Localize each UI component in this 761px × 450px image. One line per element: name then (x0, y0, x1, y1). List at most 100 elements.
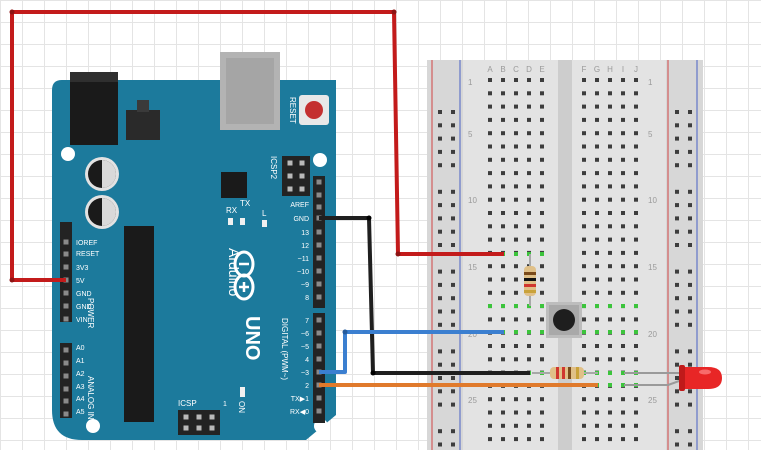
rail-hole (451, 322, 455, 327)
breadboard-hole (514, 184, 518, 189)
analog-header[interactable] (60, 343, 72, 418)
rail-hole (438, 243, 442, 247)
pull-down-resistor[interactable] (524, 254, 536, 306)
rail-hole (675, 149, 679, 154)
breadboard-hole (621, 423, 625, 428)
header-pin (316, 204, 322, 210)
breadboard-hole (501, 131, 505, 136)
breadboard-hole (540, 397, 544, 402)
row-number-20-left: 20 (468, 330, 477, 339)
breadboard-hole (621, 197, 625, 202)
breadboard-hole (582, 264, 586, 269)
pin-label-10: ~10 (297, 269, 309, 276)
digital-header-bottom[interactable] (313, 313, 325, 423)
breadboard-hole (582, 410, 586, 415)
header-pin (63, 347, 69, 353)
breadboard-hole (608, 264, 612, 269)
rail-hole (688, 123, 692, 128)
reset-button-cap[interactable] (305, 101, 323, 119)
breadboard-hole (540, 144, 544, 149)
breadboard-hole (595, 250, 599, 255)
breadboard-hole (540, 211, 544, 215)
rail-hole (438, 349, 442, 354)
icsp2-pin (299, 186, 305, 192)
breadboard-hole (595, 131, 599, 136)
rail-hole (688, 189, 692, 194)
pin-label-a5: A5 (76, 409, 85, 416)
breadboard-hole (501, 144, 505, 149)
rail-hole (451, 243, 455, 247)
breadboard-hole (501, 171, 505, 176)
breadboard-hole (540, 237, 544, 242)
breadboard-hole (621, 91, 625, 96)
digital-header-top[interactable] (313, 176, 325, 308)
rail-hole (675, 322, 679, 327)
breadboard-hole (527, 157, 531, 162)
breadboard-hole (527, 423, 531, 428)
breadboard-hole (488, 184, 492, 189)
connected-hole (634, 304, 638, 308)
header-pin (316, 242, 322, 248)
breadboard-hole (595, 397, 599, 402)
pin-label-aref: AREF (290, 202, 309, 209)
breadboard-hole (608, 184, 612, 189)
rail-hole (688, 442, 692, 447)
breadboard-hole (514, 91, 518, 96)
breadboard-hole (582, 277, 586, 282)
breadboard-hole (582, 211, 586, 215)
power-header[interactable] (60, 222, 72, 322)
breadboard-hole (501, 264, 505, 269)
breadboard-hole (488, 211, 492, 215)
breadboard-hole (582, 224, 586, 229)
rail-hole (688, 362, 692, 367)
breadboard-hole (540, 357, 544, 362)
tx-led (240, 218, 245, 225)
arduino-logo (233, 250, 255, 301)
breadboard-hole (634, 437, 638, 442)
breadboard-hole (514, 290, 518, 295)
push-button[interactable] (546, 302, 582, 338)
breadboard-hole (527, 144, 531, 149)
breadboard-hole (582, 250, 586, 255)
rail-hole (688, 203, 692, 208)
breadboard-hole (514, 171, 518, 176)
column-letter-f: F (582, 65, 587, 74)
breadboard-hole (540, 91, 544, 96)
rail-hole (688, 216, 692, 221)
power-jack (70, 72, 118, 145)
breadboard-hole (582, 144, 586, 149)
wire-pin3-blue[interactable] (319, 330, 504, 374)
rail-hole (438, 282, 442, 287)
rail-hole (688, 282, 692, 287)
wire-gnd-black[interactable] (319, 216, 530, 375)
breadboard-hole (634, 211, 638, 215)
icsp-header[interactable] (178, 410, 220, 435)
rail-hole (675, 349, 679, 354)
breadboard-hole (540, 277, 544, 282)
breadboard-hole (540, 131, 544, 136)
rail-hole (438, 402, 442, 407)
icsp-pin (196, 414, 202, 420)
icsp-pin1-label: 1 (223, 401, 227, 408)
led-resistor[interactable] (532, 367, 598, 379)
icsp2-header[interactable] (282, 156, 310, 196)
row-number-25-right: 25 (648, 396, 657, 405)
header-pin (316, 330, 322, 336)
connected-hole (501, 304, 505, 308)
rail-hole (688, 389, 692, 394)
breadboard-hole (514, 224, 518, 229)
breadboard-hole (621, 184, 625, 189)
arduino-uno-board[interactable]: RESET ICSP2 TX RX L Arduino UNO (52, 52, 336, 440)
rail-hole (438, 136, 442, 141)
wire-5v-red[interactable] (10, 10, 504, 282)
wire-bend (9, 277, 15, 283)
breadboard-hole (501, 290, 505, 295)
column-letter-b: B (500, 65, 505, 74)
row-number-1-left: 1 (468, 78, 473, 87)
rail-hole (451, 216, 455, 221)
breadboard-hole (488, 410, 492, 415)
red-led[interactable] (624, 365, 722, 391)
breadboard-hole (608, 290, 612, 295)
breadboard-hole (595, 104, 599, 109)
